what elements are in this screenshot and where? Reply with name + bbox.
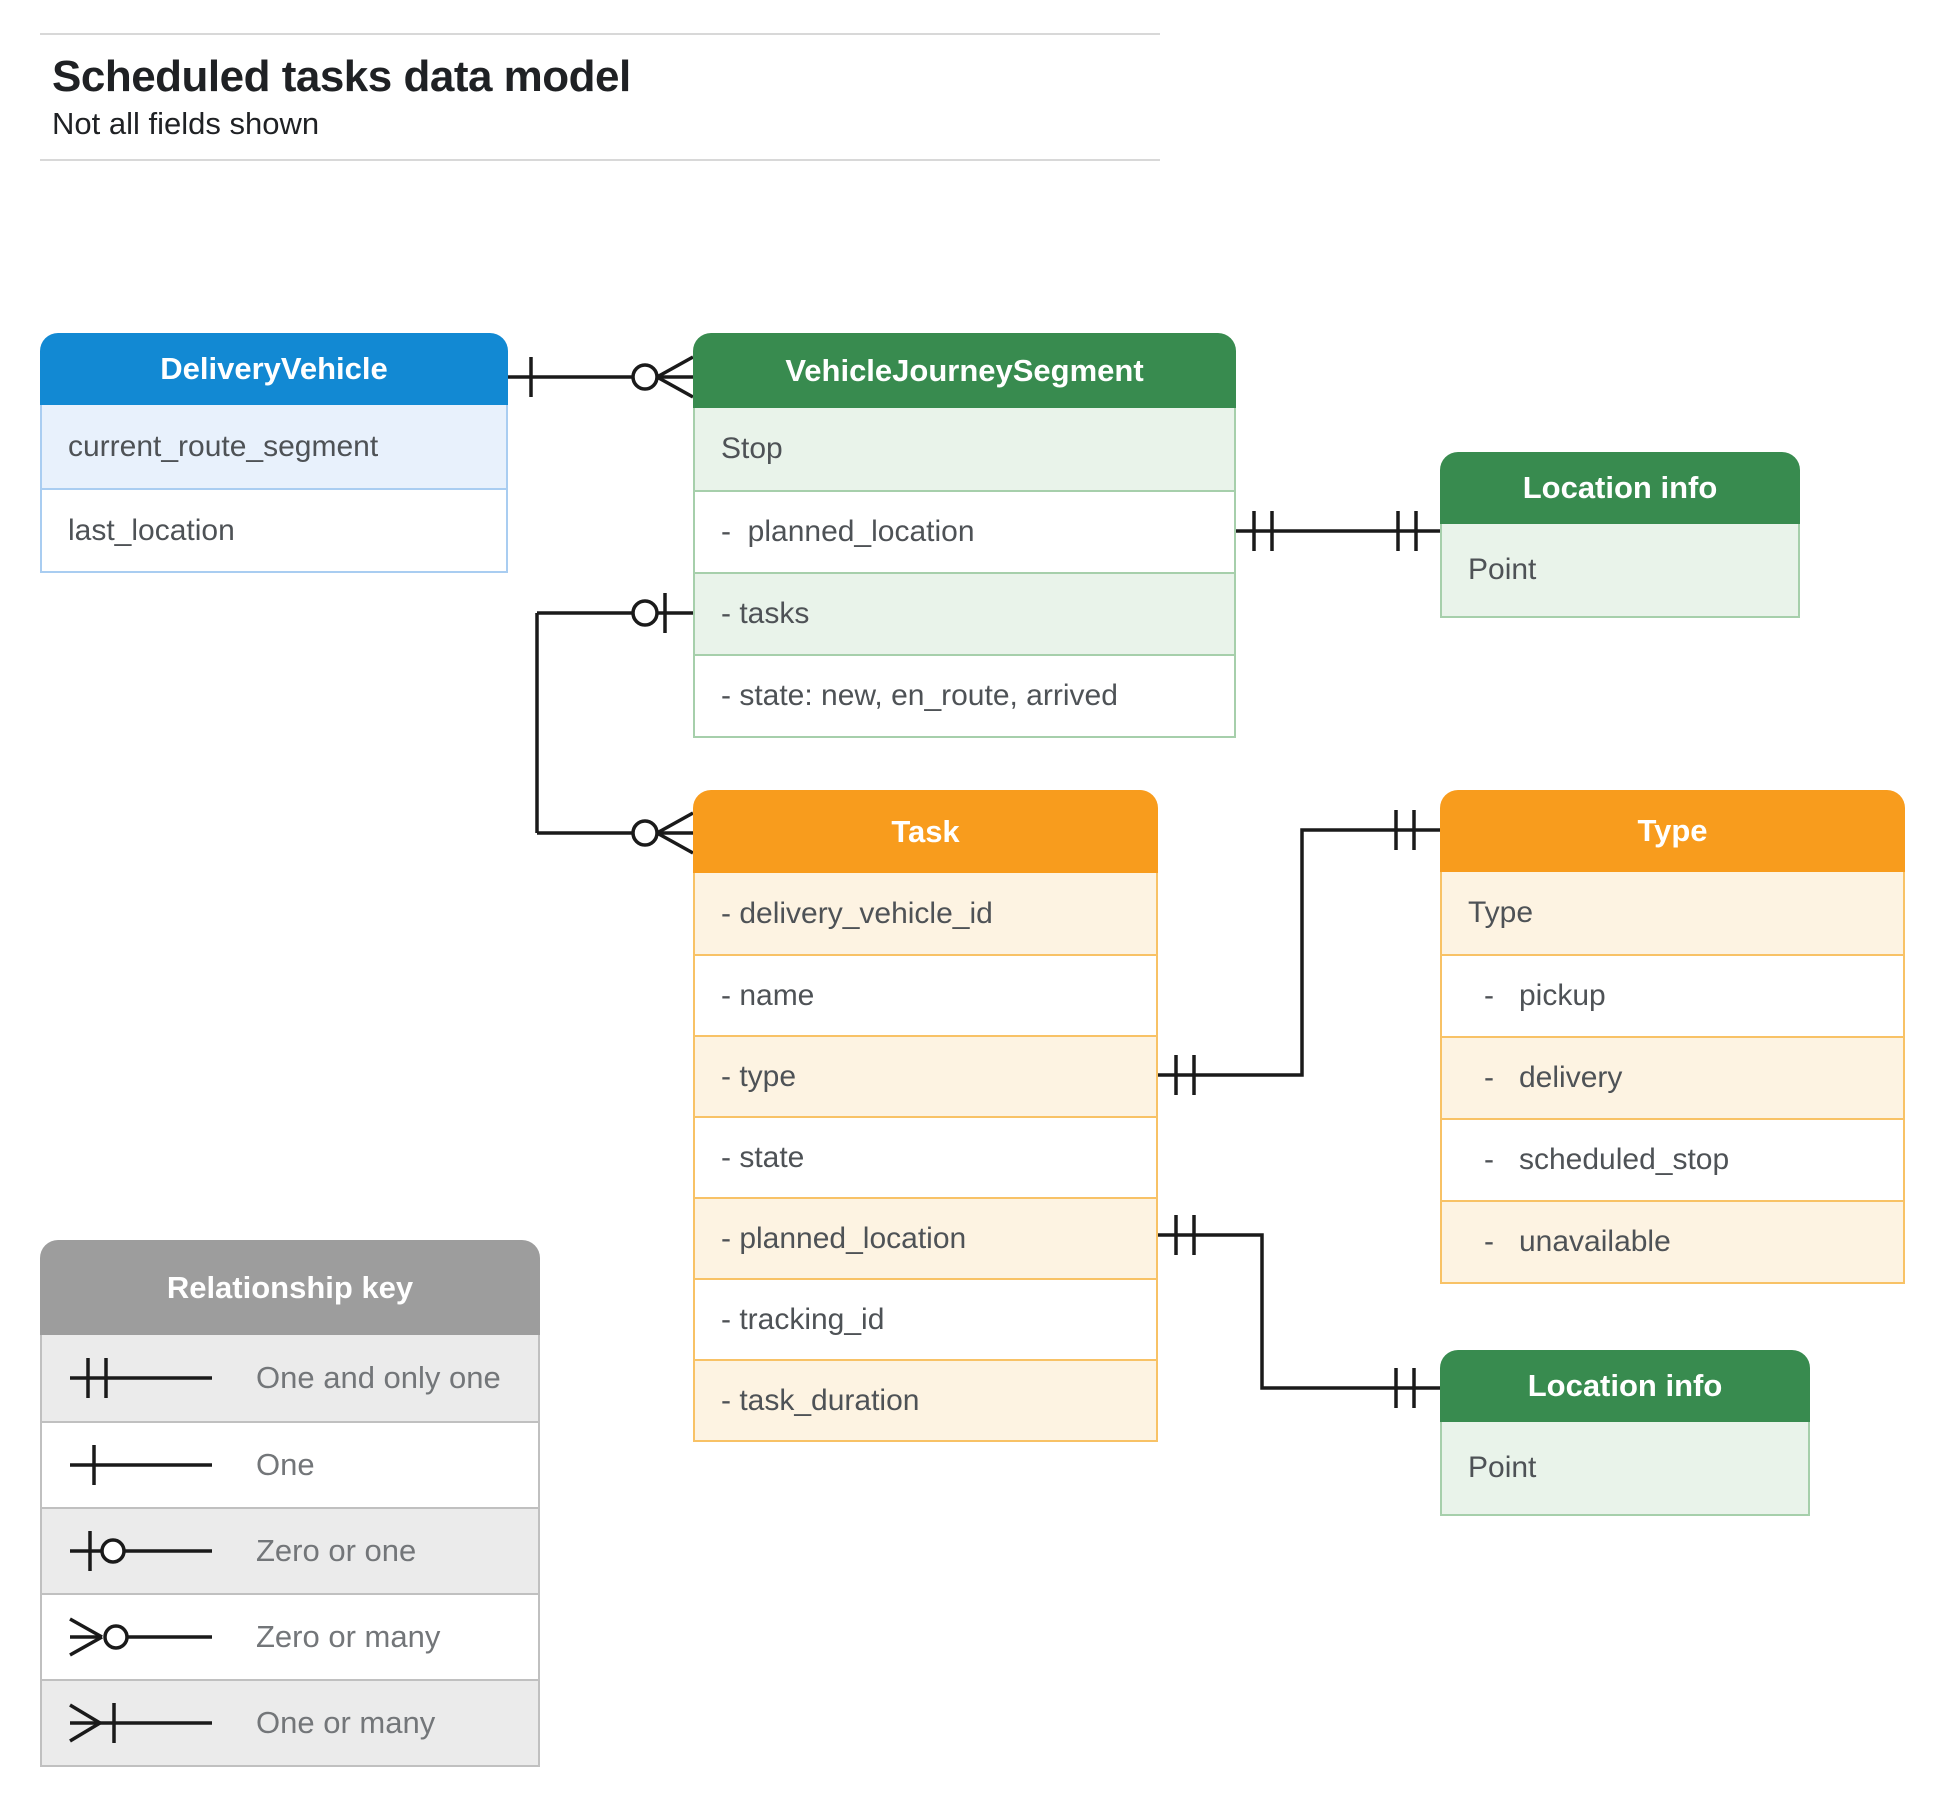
legend-item-zero-or-many: Zero or many xyxy=(42,1593,538,1679)
value-scheduled-stop: - scheduled_stop xyxy=(1442,1118,1903,1200)
field-type: - type xyxy=(695,1035,1156,1116)
zero-or-many-symbol xyxy=(631,819,659,847)
entity-title: Location info xyxy=(1440,452,1800,524)
field-tasks: - tasks xyxy=(695,572,1234,654)
page-subtitle: Not all fields shown xyxy=(52,106,320,141)
entity-delivery-vehicle: DeliveryVehicle current_route_segment la… xyxy=(40,333,508,573)
entity-vehicle-journey-segment: VehicleJourneySegment Stop - planned_loc… xyxy=(693,333,1236,738)
entity-body: Stop - planned_location - tasks - state:… xyxy=(693,408,1236,738)
legend-body: One and only one One Zero or one xyxy=(40,1335,540,1767)
field-delivery-vehicle-id: - delivery_vehicle_id xyxy=(695,873,1156,954)
field-point: Point xyxy=(1442,524,1798,616)
relationship-deliveryvehicle-vehiclejourneysegment xyxy=(508,355,694,399)
relationship-plannedlocation-locationinfo xyxy=(1236,511,1440,551)
page-title: Scheduled tasks data model xyxy=(52,52,631,101)
entity-body: Point xyxy=(1440,524,1800,618)
field-current-route-segment: current_route_segment xyxy=(42,405,506,488)
entity-title: Type xyxy=(1440,790,1905,872)
field-task-duration: - task_duration xyxy=(695,1359,1156,1440)
entity-title: DeliveryVehicle xyxy=(40,333,508,405)
legend-item-label: Zero or one xyxy=(256,1533,417,1568)
relationship-plannedlocation-locationinfo-bottom xyxy=(1158,1215,1440,1408)
entity-body: current_route_segment last_location xyxy=(40,405,508,573)
legend-item-one-or-many: One or many xyxy=(42,1679,538,1765)
field-state: - state xyxy=(695,1116,1156,1197)
entity-type: Type Type - pickup - delivery - schedule… xyxy=(1440,790,1905,1284)
one-or-many-symbol xyxy=(69,1703,212,1743)
entity-location-info-bottom: Location info Point xyxy=(1440,1350,1810,1516)
field-tracking-id: - tracking_id xyxy=(695,1278,1156,1359)
legend-item-label: Zero or many xyxy=(256,1619,441,1654)
legend-item-one-and-only-one: One and only one xyxy=(42,1335,538,1421)
legend-item-one: One xyxy=(42,1421,538,1507)
legend-item-zero-or-one: Zero or one xyxy=(42,1507,538,1593)
zero-or-one-symbol xyxy=(70,1531,212,1571)
relationship-key-legend: Relationship key One and only one One xyxy=(40,1240,540,1767)
entity-title: Task xyxy=(693,790,1158,873)
header-bottom-rule xyxy=(40,159,1160,161)
relationship-tasks-task xyxy=(535,593,694,855)
field-point: Point xyxy=(1442,1422,1808,1514)
entity-title: Location info xyxy=(1440,1350,1810,1422)
one-and-only-one-symbol xyxy=(70,1358,212,1398)
field-stop: Stop xyxy=(695,408,1234,490)
field-planned-location: - planned_location xyxy=(695,490,1234,572)
value-delivery: - delivery xyxy=(1442,1036,1903,1118)
field-planned-location: - planned_location xyxy=(695,1197,1156,1278)
entity-task: Task - delivery_vehicle_id - name - type… xyxy=(693,790,1158,1442)
field-last-location: last_location xyxy=(42,488,506,571)
value-unavailable: - unavailable xyxy=(1442,1200,1903,1282)
legend-item-label: One or many xyxy=(256,1705,436,1740)
entity-title: VehicleJourneySegment xyxy=(693,333,1236,408)
legend-item-label: One xyxy=(256,1447,315,1482)
field-name: - name xyxy=(695,954,1156,1035)
value-pickup: - pickup xyxy=(1442,954,1903,1036)
entity-body: - delivery_vehicle_id - name - type - st… xyxy=(693,873,1158,1442)
legend-item-label: One and only one xyxy=(256,1360,501,1395)
field-type-header: Type xyxy=(1442,872,1903,954)
relationship-type-type xyxy=(1158,810,1440,1095)
zero-or-many-symbol xyxy=(69,1617,212,1657)
entity-body: Type - pickup - delivery - scheduled_sto… xyxy=(1440,872,1905,1284)
legend-title: Relationship key xyxy=(40,1240,540,1335)
one-symbol xyxy=(70,1445,212,1485)
entity-location-info-top: Location info Point xyxy=(1440,452,1800,618)
zero-or-many-symbol xyxy=(631,363,659,391)
field-state: - state: new, en_route, arrived xyxy=(695,654,1234,736)
top-rule xyxy=(40,33,1160,35)
entity-body: Point xyxy=(1440,1422,1810,1516)
